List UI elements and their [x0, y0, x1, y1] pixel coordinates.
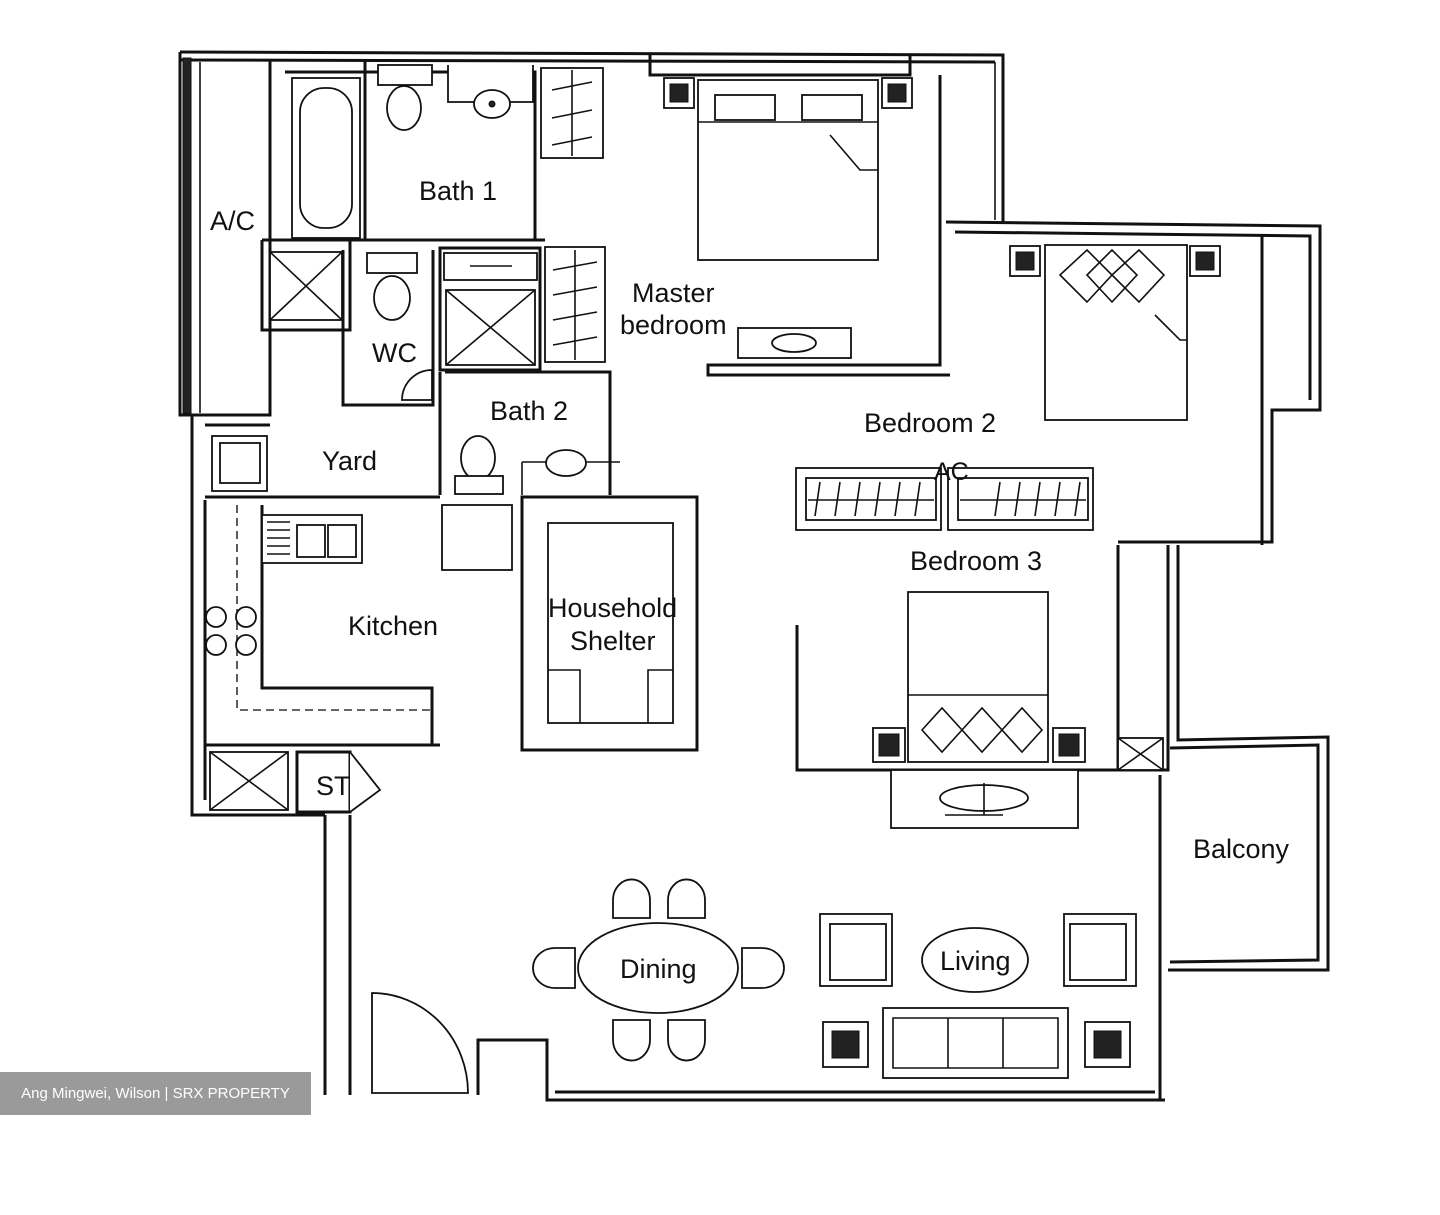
label-bedroom2: Bedroom 2: [864, 408, 996, 438]
label-yard: Yard: [322, 446, 377, 476]
living-set: [819, 913, 1137, 1079]
master-wardrobes: [540, 67, 606, 363]
master-bedroom: [648, 55, 996, 377]
household-shelter: [520, 495, 699, 752]
label-bedroom3: Bedroom 3: [910, 546, 1042, 576]
label-dining: Dining: [620, 954, 697, 984]
label-household-1: Household: [548, 593, 677, 623]
label-master-1: Master: [632, 278, 715, 308]
yard: [205, 423, 440, 499]
label-wc: WC: [372, 338, 417, 368]
store: [209, 750, 382, 814]
bath1: [285, 60, 537, 242]
entrance-door: [371, 992, 469, 1094]
label-st: ST: [316, 771, 351, 801]
label-ac: A/C: [210, 206, 255, 236]
watermark: Ang Mingwei, Wilson | SRX PROPERTY: [0, 1072, 311, 1115]
room-labels: A/C Bath 1 Master bedroom WC Bath 2 Yard…: [210, 176, 1290, 984]
label-master-2: bedroom: [620, 310, 727, 340]
label-bath1: Bath 1: [419, 176, 497, 206]
bedroom2: [795, 236, 1264, 545]
wet-block: [260, 238, 620, 495]
label-living: Living: [940, 946, 1011, 976]
label-ac2: AC: [934, 458, 969, 486]
bedroom3: [795, 545, 1170, 829]
dining-set: [532, 878, 785, 1062]
kitchen: [205, 504, 513, 747]
label-kitchen: Kitchen: [348, 611, 438, 641]
outer-walls: [178, 50, 1330, 1102]
label-balcony: Balcony: [1193, 834, 1290, 864]
label-household-2: Shelter: [570, 626, 656, 656]
ac-ledge: [182, 57, 272, 417]
label-bath2: Bath 2: [490, 396, 568, 426]
